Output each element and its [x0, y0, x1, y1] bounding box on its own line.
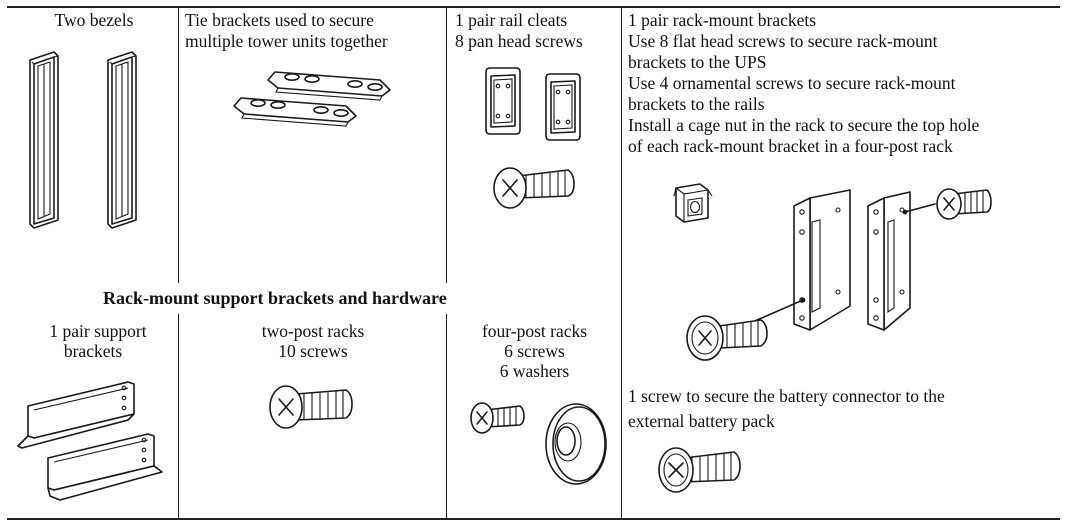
tie-brackets-line1: Tie brackets used to secure	[185, 10, 374, 30]
rail-cleat-icon	[485, 67, 581, 141]
battery-screw-line2: external battery pack	[628, 411, 775, 431]
pan-head-screw-icon	[493, 167, 575, 209]
battery-screw-line1: 1 screw to secure the battery connector …	[628, 386, 945, 406]
two-post-line1: two-post racks	[261, 321, 365, 341]
tie-bracket-icon	[233, 71, 391, 127]
rack-mount-line-6: Install a cage nut in the rack to secure…	[628, 115, 980, 135]
support-brackets-line1: 1 pair support	[49, 321, 147, 341]
table-top-border	[7, 6, 1060, 8]
rack-mount-line-7: of each rack-mount bracket in a four-pos…	[628, 136, 953, 156]
support-bracket-icon	[17, 381, 163, 501]
rail-cleats-line2: 8 pan head screws	[455, 31, 583, 51]
tie-brackets-line2: multiple tower units together	[185, 31, 388, 51]
four-post-line1: four-post racks	[481, 321, 588, 341]
section-heading: Rack-mount support brackets and hardware	[103, 288, 447, 308]
rack-mount-line-3: brackets to the UPS	[628, 52, 767, 72]
table-bottom-border	[7, 518, 1060, 520]
rack-mount-line-4: Use 4 ornamental screws to secure rack-m…	[628, 73, 956, 93]
rack-screw-icon	[269, 385, 353, 429]
cage-nut-icon	[673, 183, 713, 223]
rail-cleats-line1: 1 pair rail cleats	[455, 10, 568, 30]
pan-head-screw-small-icon	[470, 402, 525, 434]
support-brackets-line2: brackets	[63, 341, 123, 361]
divider-5	[621, 6, 623, 519]
two-post-line2: 10 screws	[278, 341, 348, 361]
ornamental-screw-icon	[902, 188, 992, 220]
rack-mount-line-5: brackets to the rails	[628, 94, 765, 114]
rack-mount-bracket-icon	[793, 189, 911, 331]
divider-2	[178, 314, 180, 519]
divider-1	[178, 6, 180, 283]
battery-screw-icon	[658, 447, 741, 493]
flat-head-screw-icon	[686, 297, 806, 361]
bezel-icon	[29, 51, 137, 229]
washer-icon	[545, 403, 607, 485]
divider-4	[446, 314, 448, 519]
bezels-title: Two bezels	[54, 10, 134, 30]
rack-mount-line-1: 1 pair rack-mount brackets	[628, 10, 817, 30]
rack-mount-line-2: Use 8 flat head screws to secure rack-mo…	[628, 31, 938, 51]
four-post-line3: 6 washers	[499, 361, 570, 381]
four-post-line2: 6 screws	[504, 341, 565, 361]
divider-3	[446, 6, 448, 283]
